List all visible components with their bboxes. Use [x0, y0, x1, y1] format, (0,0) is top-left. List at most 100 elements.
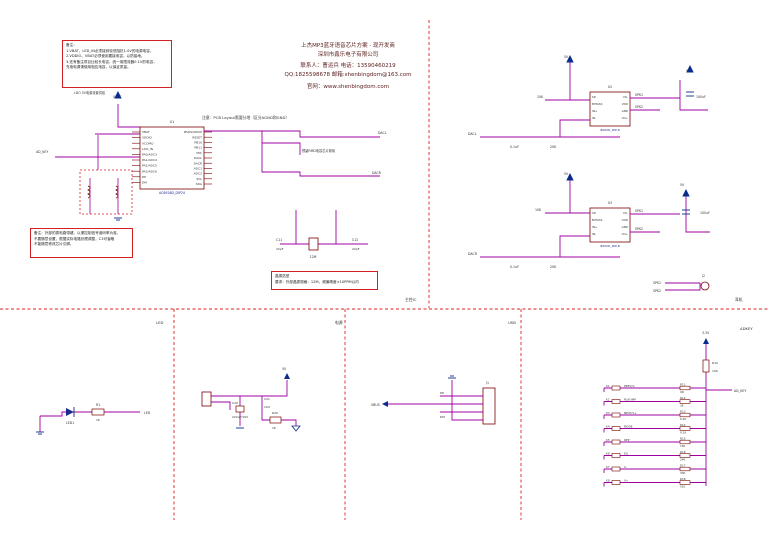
- main-right-pin-label: SCL: [196, 177, 202, 181]
- adkey-vcc-label: 3.3V: [702, 331, 710, 335]
- amp2-res-label: 20K: [550, 265, 557, 269]
- power-section: 5V C20 220uF/10V C21 104 R20 1K: [201, 367, 301, 432]
- amp1-part: 8002D_DIP-8: [600, 128, 619, 132]
- led-ref: LED1: [66, 421, 74, 425]
- amp1-ref: U2: [608, 85, 612, 89]
- adkey-key-ref: K2: [606, 398, 610, 402]
- amp2-vcc2-label: 5V: [680, 183, 685, 187]
- adkey-key-ref: K6: [606, 452, 610, 456]
- adkey-switch[interactable]: [611, 412, 621, 418]
- power-cap1-ref: C20: [232, 401, 238, 405]
- vbat-arrow: [114, 90, 122, 99]
- amp-left-pin-label: BYPASS: [592, 218, 603, 222]
- main-left-pin-label: PA0/ADC3: [142, 153, 157, 157]
- main-right-pin-label: MIC: [196, 151, 202, 155]
- note-mid-line: 不能随意修改芯片引脚。: [34, 242, 74, 247]
- power-cap2-ref: C21: [264, 397, 270, 401]
- adkey-res-ref: R13: [680, 410, 686, 414]
- power-gnd-2: [291, 425, 301, 432]
- amp2-dacr: DACR: [468, 252, 478, 256]
- power-res: [269, 416, 282, 424]
- usb-dp-label: DP: [440, 391, 444, 395]
- header-line2: 深圳市鑫乐电子有限公司: [317, 52, 379, 58]
- adkey-res-ref: R16: [680, 450, 686, 454]
- wire-pb: [240, 130, 280, 144]
- adkey-res-ref: R17: [680, 464, 686, 468]
- adkey-key-ref: K4: [606, 425, 610, 429]
- wire-dacr: [261, 143, 380, 177]
- header-line3: 联系人：曹运兵 电话：13590460219: [300, 63, 396, 69]
- main-right-pin-label: RESET: [192, 135, 202, 139]
- crystal-body: [308, 237, 319, 251]
- usb-vbus-label: VBUS: [371, 403, 380, 407]
- note-mid-box: 备注：外部的振电路带键，以便控制信号误码率为准。 不要随意设置，根据实际电路处理…: [30, 228, 133, 258]
- jack-body: [700, 281, 710, 291]
- main-right-pin-label: BSOS/WKUP: [184, 130, 202, 134]
- jack-wire: [665, 282, 701, 291]
- net-adkey: AD_KEY: [36, 150, 48, 154]
- net-dacl: DACL: [378, 131, 387, 135]
- jack-spk1: SPK1: [653, 281, 661, 285]
- amp2: U3 8002D_DIP-8 SDBYPASSIN+IN-VO-VDDGNDVO…: [589, 201, 631, 248]
- adkey-switch[interactable]: [611, 480, 621, 485]
- amp2-vcc2-arrow: [682, 188, 690, 197]
- adkey-pull-val: 10K: [712, 369, 719, 373]
- note-mid-line: 不要随意设置，根据实际电路处理调整，C3可省略: [34, 236, 115, 241]
- main-left-pin-label: VBAT: [142, 130, 150, 134]
- amp1-dacl: DACL: [468, 132, 477, 136]
- adkey-key-ref: K7: [606, 465, 610, 469]
- note-top-line: 备注：: [66, 43, 77, 47]
- main-left-pin-label: LDO_IN: [142, 147, 153, 151]
- amp-right-pin-label: VO-: [623, 95, 628, 99]
- main-left-pin-label: PA2/ADC5: [142, 164, 157, 168]
- main-ic-right-pins: BSOS/WKUPRESETPB10PB11MICDACLDACRADC1ADC…: [184, 130, 212, 186]
- main-left-pin-label: PA3/ADC6: [142, 169, 157, 173]
- adkey-key-func: V-: [624, 465, 627, 469]
- section-led: LED: [156, 320, 164, 325]
- power-cap1-val: 220uF/10V: [232, 415, 249, 419]
- amp-right-pin-label: VO-: [623, 211, 628, 215]
- amp2-power: [566, 172, 690, 215]
- amp-right-pin-label: VDD: [622, 102, 628, 106]
- adkey-pull-ref: R10: [712, 361, 718, 365]
- adkey-switch[interactable]: [611, 426, 621, 431]
- adkey-switch[interactable]: [611, 453, 621, 458]
- adkey-res-val: 33K: [680, 471, 686, 475]
- adkey-key-ref: K1: [606, 384, 610, 388]
- main-right-pin-label: SDA: [196, 182, 203, 186]
- section-usb: USB: [508, 320, 516, 325]
- led-section: LED1 R1 1K LED: [36, 403, 151, 435]
- section-power: 电源: [335, 320, 343, 325]
- main-right-pin-label: ADC2: [194, 172, 202, 176]
- adkey-resistor: [679, 399, 691, 404]
- amp2-wires: [480, 180, 710, 258]
- amp1-wires: [480, 62, 708, 138]
- usb-section: J1 VBUS DP DM: [371, 375, 496, 425]
- adkey-switch[interactable]: [611, 385, 621, 391]
- led-wire: [40, 411, 140, 417]
- usb-dm-label: DM: [440, 415, 445, 419]
- amp2-cap-label: 0.1uF: [510, 265, 519, 269]
- main-power-symbols: [114, 90, 122, 221]
- adkey-res-val: 6.2K: [680, 417, 686, 421]
- crystal-value: 12M: [310, 255, 317, 259]
- amp1-vcc-arrow: [566, 54, 574, 63]
- amp2-labels: DACR 10K SPK1 SPK2 5V 5V 0.1uF 20K 100uF: [468, 172, 710, 269]
- jack-ref: J2: [701, 274, 705, 278]
- net-dacr: DACR: [372, 171, 382, 175]
- amp2-body: [589, 207, 631, 243]
- cap-xtal2: C12: [352, 238, 358, 242]
- main-ic-ref: U1: [170, 120, 175, 124]
- adkey-resistor: [679, 426, 691, 431]
- amp-right-pin-label: VO+: [622, 116, 629, 120]
- adkey-switch[interactable]: [611, 399, 621, 404]
- adkey-key-func: PREV/V-: [624, 384, 635, 388]
- adkey-switch[interactable]: [611, 439, 621, 445]
- main-ic-part: AC6926D_DIP24: [159, 191, 185, 195]
- adkey-switch[interactable]: [611, 466, 621, 472]
- adkey-key-func: REP: [624, 438, 630, 442]
- main-right-pin-label: ADC1: [194, 167, 202, 171]
- cap-xtal-val1: 22pF: [276, 247, 284, 251]
- adkey-res-val: 15K: [680, 444, 686, 448]
